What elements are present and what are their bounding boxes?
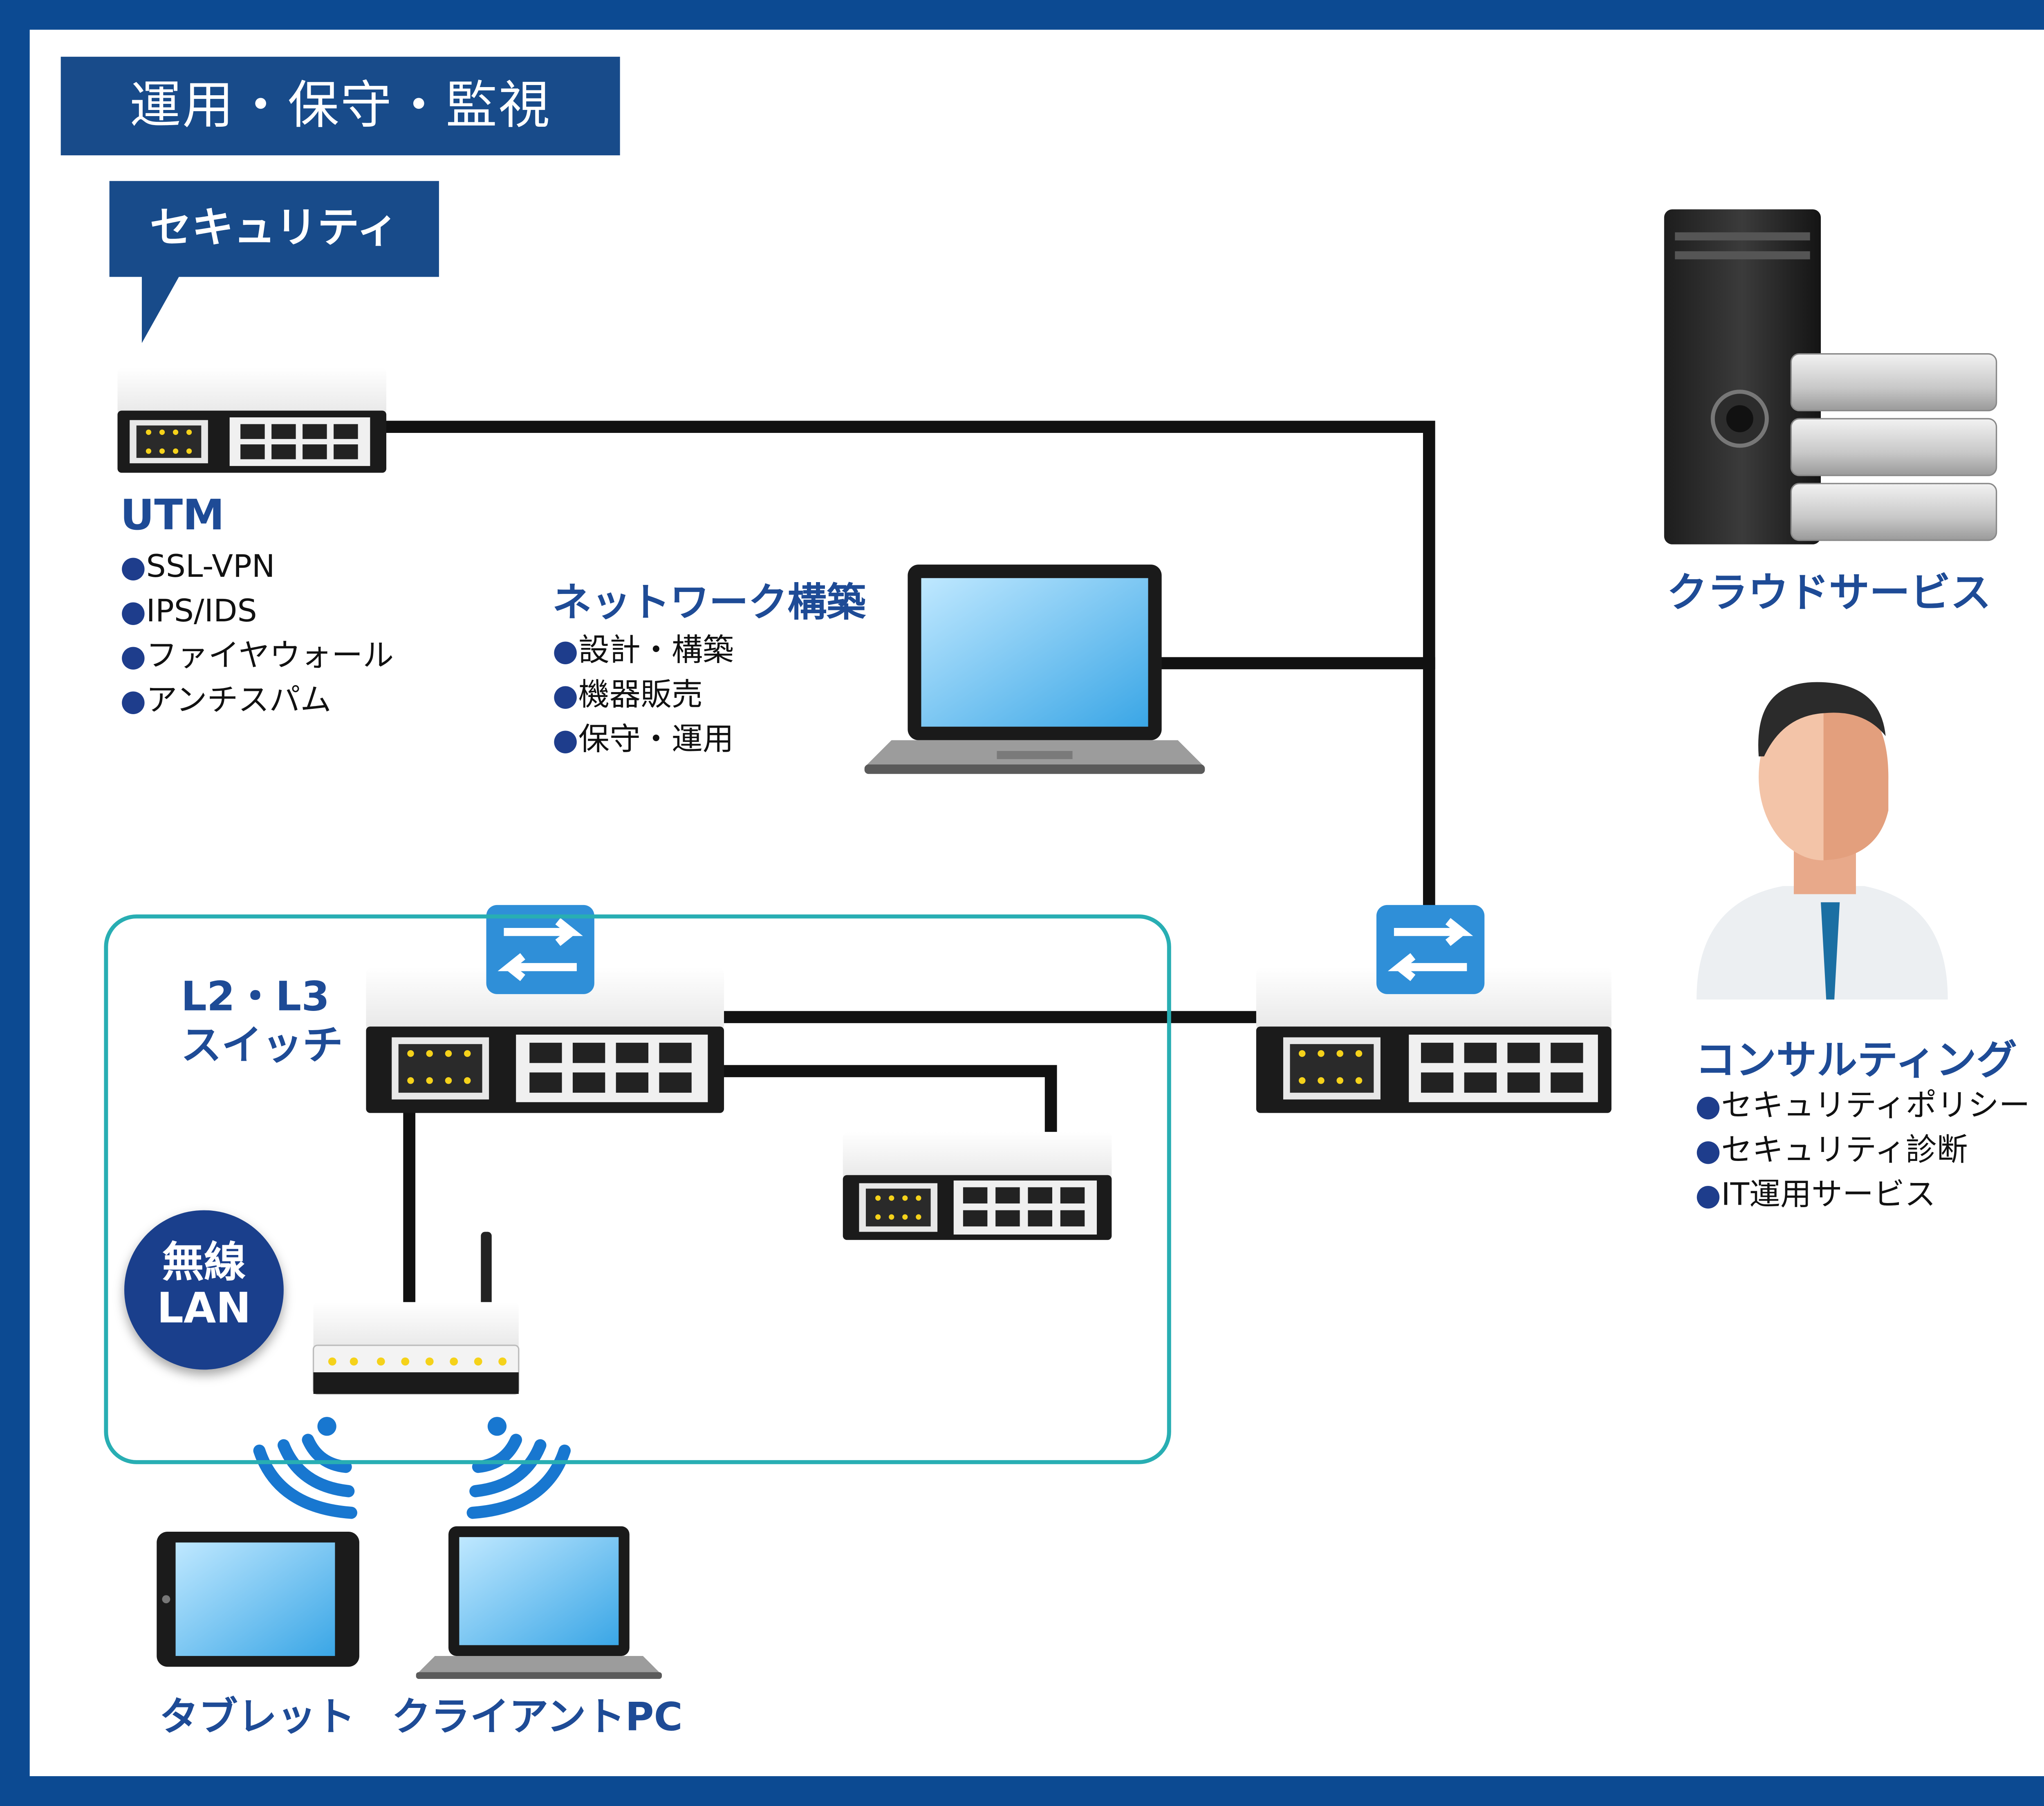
list-item: ●セキュリティ診断 xyxy=(1695,1133,1968,1169)
list-item: ●IT運用サービス xyxy=(1695,1178,1936,1213)
server-tower-icon xyxy=(1664,209,1821,544)
switch-label-line1: L2・L3 xyxy=(181,974,330,1021)
badge-line1: 無線 xyxy=(162,1238,246,1287)
router-icon xyxy=(312,1232,520,1395)
utm-title: UTM xyxy=(120,491,225,540)
list-item: ●保守・運用 xyxy=(552,722,734,758)
list-item: ●機器販売 xyxy=(552,678,703,713)
consulting-title: コンサルティング xyxy=(1695,1037,2017,1085)
access-switch-device xyxy=(843,1132,1112,1240)
utm-feature-list: ●SSL-VPN ●IPS/IDS ●ファイヤウォール ●アンチスパム xyxy=(120,546,394,724)
database-icon xyxy=(1790,353,1997,541)
person-icon xyxy=(1697,682,1948,1000)
arrows-icon xyxy=(1376,905,1485,994)
badge-line2: LAN xyxy=(157,1284,251,1333)
laptop-icon xyxy=(864,565,1205,774)
client-pc-label: クライアントPC xyxy=(392,1694,683,1740)
list-item: ●IPS/IDS xyxy=(120,594,257,630)
security-callout: セキュリティ xyxy=(109,181,439,277)
tablet-label: タブレット xyxy=(159,1694,356,1740)
laptop-icon xyxy=(416,1526,662,1679)
core-switch-device xyxy=(1256,967,1611,1113)
switch-label: L2・L3 スイッチ xyxy=(181,974,343,1071)
l2-l3-switch-device xyxy=(366,967,724,1113)
list-item: ●アンチスパム xyxy=(120,683,332,719)
network-title: ネットワーク構築 xyxy=(552,579,866,625)
page-title: 運用・保守・監視 xyxy=(61,56,620,155)
wifi-icon xyxy=(253,1417,357,1519)
consulting-feature-list: ●セキュリティポリシー ●セキュリティ診断 ●IT運用サービス xyxy=(1695,1084,2030,1218)
arrows-icon xyxy=(486,905,594,994)
tablet-icon xyxy=(157,1531,359,1667)
cloud-title: クラウドサービス xyxy=(1667,570,1991,618)
list-item: ●設計・構築 xyxy=(552,633,734,669)
callout-tail xyxy=(141,276,180,343)
utm-to-core-line xyxy=(380,421,1435,911)
list-item: ●SSL-VPN xyxy=(120,549,275,585)
wireless-lan-badge: 無線 LAN xyxy=(124,1210,284,1370)
connection-lines xyxy=(380,421,1435,1309)
list-item: ●セキュリティポリシー xyxy=(1695,1089,2030,1124)
switch-to-switch-line xyxy=(718,1065,1057,1141)
switch-label-line2: スイッチ xyxy=(181,1022,343,1070)
list-item: ●ファイヤウォール xyxy=(120,639,394,674)
wifi-icon xyxy=(466,1417,571,1519)
lan-group-box xyxy=(104,914,1171,1464)
network-feature-list: ●設計・構築 ●機器販売 ●保守・運用 xyxy=(552,630,733,763)
utm-device xyxy=(117,367,387,473)
